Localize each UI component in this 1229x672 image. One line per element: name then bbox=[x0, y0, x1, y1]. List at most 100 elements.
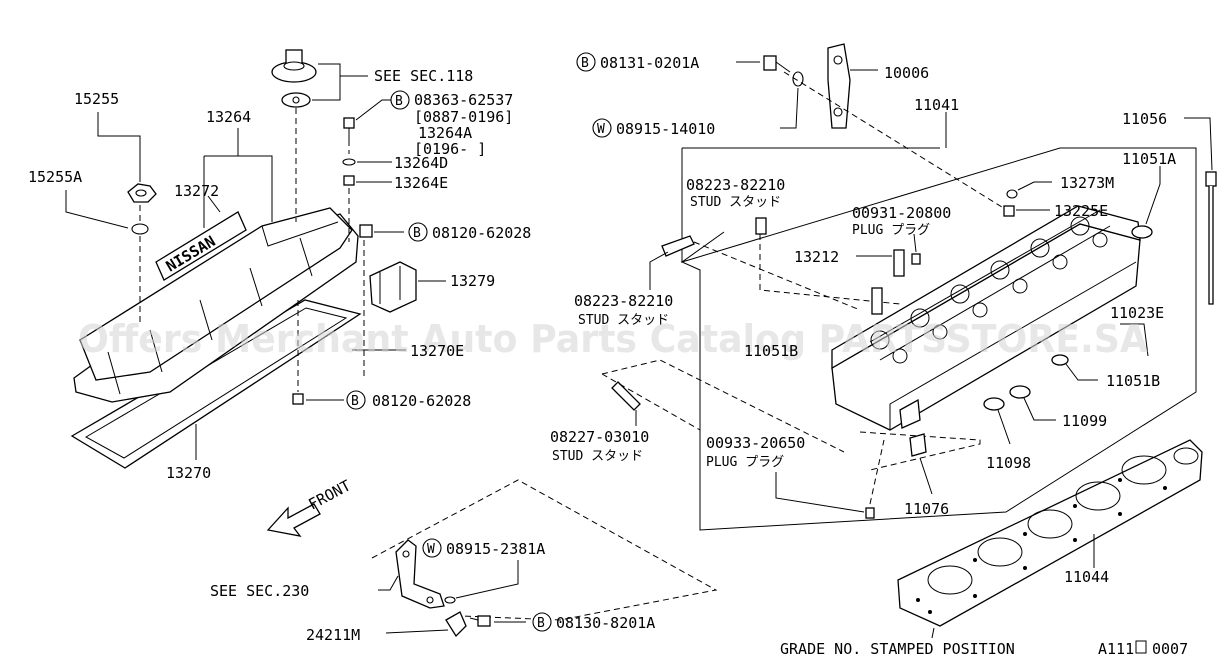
label-08363-62537: 08363-62537 bbox=[414, 91, 513, 109]
label-08223-82210-mid: 08223-82210 bbox=[574, 292, 673, 310]
label-stud-lower: STUD スタッド bbox=[552, 449, 643, 464]
harness-bracket bbox=[395, 539, 467, 638]
breather-valve bbox=[271, 49, 317, 108]
seal-11099 bbox=[1009, 385, 1031, 399]
label-11098: 11098 bbox=[986, 454, 1031, 472]
figure-code-box bbox=[1135, 640, 1147, 654]
bolt-8201a bbox=[469, 615, 491, 627]
svg-text:W: W bbox=[427, 542, 435, 557]
watermark-text: Offers Merchant Auto Parts Catalog PARTS… bbox=[78, 317, 1149, 361]
front-arrow-icon: FRONT bbox=[266, 476, 354, 537]
label-11041: 11041 bbox=[914, 96, 959, 114]
head-gasket bbox=[897, 439, 1203, 627]
label-08131-0201a: 08131-0201A bbox=[600, 54, 699, 72]
plug-13225e bbox=[1003, 205, 1015, 217]
front-label: FRONT bbox=[305, 476, 353, 513]
plug-20800 bbox=[911, 253, 921, 265]
label-08120-62028-bot: 08120-62028 bbox=[372, 392, 471, 410]
label-11076: 11076 bbox=[904, 500, 949, 518]
label-figure-code: A111 bbox=[1098, 640, 1134, 658]
label-13264: 13264 bbox=[206, 108, 251, 126]
label-08130-8201a: 08130-8201A bbox=[556, 614, 655, 632]
washer-2381a bbox=[444, 596, 456, 604]
label-13279: 13279 bbox=[450, 272, 495, 290]
bolt-marker-icon: B bbox=[576, 52, 596, 72]
label-plug-20800: PLUG プラグ bbox=[852, 223, 930, 238]
cover-bolt-3 bbox=[292, 393, 304, 405]
svg-text:B: B bbox=[413, 226, 421, 241]
washer-14010 bbox=[792, 71, 804, 87]
label-13264e: 13264E bbox=[394, 174, 448, 192]
label-11023e: 11023E bbox=[1110, 304, 1164, 322]
cover-bolt-2 bbox=[359, 224, 373, 238]
label-15255: 15255 bbox=[74, 90, 119, 108]
svg-text:B: B bbox=[351, 394, 359, 409]
label-11099: 11099 bbox=[1062, 412, 1107, 430]
svg-text:B: B bbox=[537, 616, 545, 631]
filler-cap-gasket bbox=[131, 223, 149, 235]
label-13272: 13272 bbox=[174, 182, 219, 200]
bolt-marker-icon: B bbox=[408, 222, 428, 242]
label-range-0196: [0196- ] bbox=[414, 140, 486, 158]
label-13225e: 13225E bbox=[1054, 202, 1108, 220]
plug-20650 bbox=[865, 507, 875, 519]
label-08227-03010: 08227-03010 bbox=[550, 428, 649, 446]
label-13270: 13270 bbox=[166, 464, 211, 482]
label-11051b: 11051B bbox=[1106, 372, 1160, 390]
label-00931-20800: 00931-20800 bbox=[852, 204, 951, 222]
grommet-13264e bbox=[343, 175, 355, 186]
part-11076 bbox=[909, 433, 927, 457]
label-15255a: 15255A bbox=[28, 168, 82, 186]
bolt-marker-icon: B bbox=[390, 90, 410, 110]
washer-13264d bbox=[342, 158, 356, 166]
washer-marker-icon: W bbox=[422, 538, 442, 558]
seal-11098 bbox=[983, 397, 1005, 411]
svg-text:B: B bbox=[395, 94, 403, 109]
svg-text:W: W bbox=[597, 122, 605, 137]
seal-13273m bbox=[1006, 189, 1018, 199]
label-plug-20650: PLUG プラグ bbox=[706, 455, 784, 470]
bolt-marker-icon: B bbox=[532, 612, 552, 632]
label-13264d: 13264D bbox=[394, 154, 448, 172]
head-bolt bbox=[1205, 171, 1217, 305]
washer-marker-icon: W bbox=[592, 118, 612, 138]
stud-mid bbox=[661, 235, 695, 257]
label-figure-number: 0007 bbox=[1152, 640, 1188, 658]
cover-bolt bbox=[343, 117, 355, 140]
label-stud-mid: STUD スタッド bbox=[578, 313, 669, 328]
plug-11051b bbox=[1051, 354, 1069, 366]
label-11051a: 11051A bbox=[1122, 150, 1176, 168]
label-24211m: 24211M bbox=[306, 626, 360, 644]
label-grade-note: GRADE NO. STAMPED POSITION bbox=[780, 640, 1015, 658]
label-see-sec-118: SEE SEC.118 bbox=[374, 67, 473, 85]
label-08120-62028-top: 08120-62028 bbox=[432, 224, 531, 242]
label-10006: 10006 bbox=[884, 64, 929, 82]
label-see-sec-230: SEE SEC.230 bbox=[210, 582, 309, 600]
label-13270e: 13270E bbox=[410, 342, 464, 360]
bolt-marker-icon: B bbox=[346, 390, 366, 410]
svg-text:B: B bbox=[581, 56, 589, 71]
label-00933-20650: 00933-20650 bbox=[706, 434, 805, 452]
label-13273m: 13273M bbox=[1060, 174, 1114, 192]
stud-top bbox=[755, 217, 767, 235]
cover-bracket bbox=[369, 261, 417, 313]
cap-11051a bbox=[1131, 225, 1153, 239]
cylinder-head bbox=[831, 205, 1141, 431]
label-13264a: 13264A bbox=[418, 124, 472, 142]
dowel-pins bbox=[871, 249, 905, 315]
label-13212: 13212 bbox=[794, 248, 839, 266]
label-range-0887-0196: [0887-0196] bbox=[414, 108, 513, 126]
oil-filler-cap bbox=[127, 183, 157, 203]
stud-lower bbox=[611, 381, 641, 411]
label-08915-14010: 08915-14010 bbox=[616, 120, 715, 138]
rocker-cover bbox=[73, 207, 359, 403]
label-11056: 11056 bbox=[1122, 110, 1167, 128]
engine-slinger-bracket bbox=[827, 43, 851, 129]
label-08223-82210-top: 08223-82210 bbox=[686, 176, 785, 194]
bolt-0201a bbox=[763, 55, 791, 73]
label-11044: 11044 bbox=[1064, 568, 1109, 586]
label-08915-2381a: 08915-2381A bbox=[446, 540, 545, 558]
label-stud-top: STUD スタッド bbox=[690, 195, 781, 210]
label-11051b-left: 11051B bbox=[744, 342, 798, 360]
